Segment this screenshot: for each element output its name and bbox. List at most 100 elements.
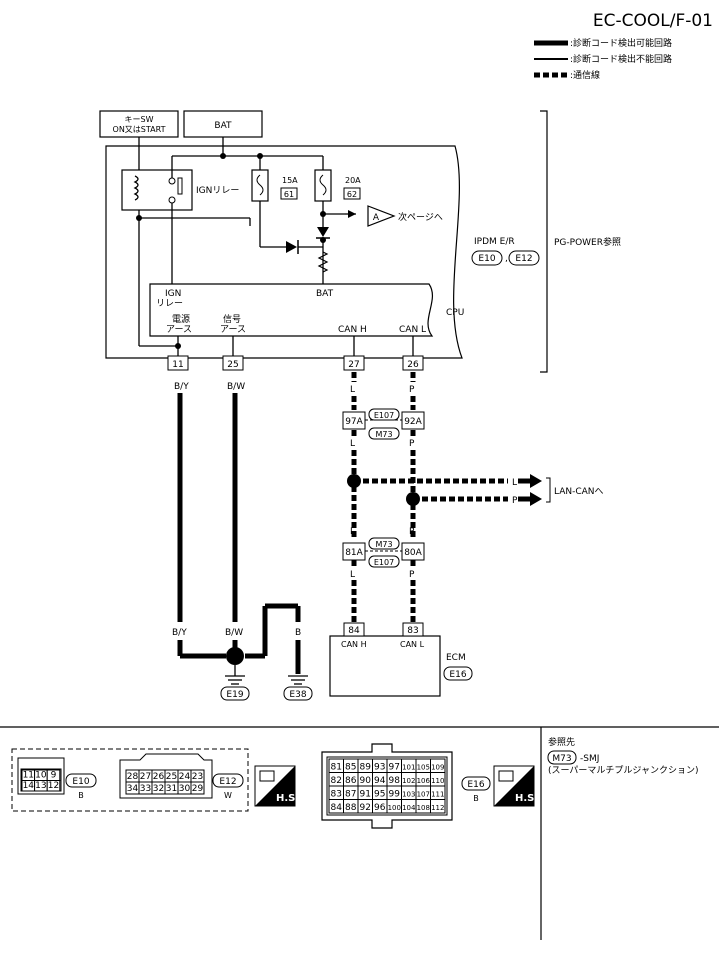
e16-cell [430, 799, 446, 814]
e12-pin-label: 23 [192, 772, 203, 782]
next-page-text: 次ページへ [398, 211, 443, 223]
svg-text:25: 25 [227, 360, 238, 370]
e16-pin-label: 90 [360, 776, 372, 786]
pg-power-ref: PG-POWER参照 [554, 236, 621, 248]
svg-text:11: 11 [172, 360, 183, 370]
e16-pin-label: 92 [360, 803, 371, 813]
relay-contact-icon [177, 177, 183, 195]
ground-e38 [283, 686, 313, 701]
joint-connector-upper: 97A 92A E107 M73 [342, 408, 425, 440]
svg-text:E12: E12 [515, 254, 532, 264]
e12-pin-label: 25 [166, 772, 177, 782]
e16-pin-label: 111 [431, 791, 444, 799]
e12-pin-label: 34 [127, 784, 139, 794]
svg-text:E38: E38 [289, 690, 306, 700]
e16-pin-label: 89 [360, 763, 372, 773]
svg-text:L: L [350, 439, 355, 449]
ground-e19 [220, 686, 250, 701]
svg-text:E107: E107 [374, 411, 394, 420]
e16-pin-label: 109 [431, 764, 444, 772]
joint-connector-lower: 81A 80A M73 E107 [342, 537, 425, 568]
svg-text:A: A [373, 213, 380, 223]
bat-label: BAT [214, 121, 232, 131]
cpu-label: CPU [446, 308, 464, 318]
svg-text:E16: E16 [449, 670, 466, 680]
e12-pin-label: 32 [153, 784, 164, 794]
svg-text:W: W [224, 791, 232, 800]
svg-text:92A: 92A [404, 417, 422, 427]
svg-text:M73: M73 [375, 540, 392, 549]
svg-text:CAN L: CAN L [399, 325, 426, 335]
e12-pin-label: 30 [179, 784, 191, 794]
e16-pin-label: 102 [402, 777, 415, 785]
e16-pin-label: 93 [374, 763, 385, 773]
svg-text:信号: 信号 [223, 313, 241, 325]
fuse2-number: 62 [347, 190, 357, 199]
ground-symbol-icon [225, 675, 245, 685]
fuse1-amp: 15A [282, 176, 298, 185]
svg-text:アース: アース [220, 325, 246, 335]
e16-pin-label: 105 [417, 764, 430, 772]
svg-text:B: B [78, 791, 84, 800]
ipdm-outline [105, 145, 463, 359]
svg-text:P: P [512, 496, 518, 506]
e16-pin-label: 94 [374, 776, 386, 786]
e12-pin-label: 31 [166, 784, 177, 794]
e16-pin-label: 88 [345, 803, 357, 813]
diode-icon [286, 241, 297, 253]
e16-pin-label: 84 [331, 803, 343, 813]
e10-cell [46, 780, 61, 792]
e10-pin-label: 14 [23, 781, 35, 791]
e12-pin-label: 24 [179, 772, 191, 782]
reference-title: 参照先 [548, 736, 575, 748]
svg-text:L: L [350, 385, 355, 395]
e16-pin-label: 98 [389, 776, 401, 786]
e10-label: E10 [72, 777, 89, 787]
e10-pin-label: 12 [48, 781, 59, 791]
svg-text:IGN: IGN [165, 289, 181, 299]
svg-text:26: 26 [407, 360, 419, 370]
ipdm-pins: 11 25 27 26 [167, 355, 424, 371]
diagram-code: EC-COOL/F-01 [593, 11, 713, 31]
wire-by-bottom: B/Y [172, 628, 187, 638]
e16-pin-label: 87 [345, 790, 356, 800]
svg-text:E19: E19 [226, 690, 243, 700]
legend: :診断コード検出可能回路 :診断コード検出不能回路 :通信線 [534, 37, 672, 81]
wire-bw-bottom: B/W [225, 628, 243, 638]
ign-relay-label: IGNリレー [196, 186, 239, 196]
e12-pin-label: 26 [153, 772, 165, 782]
legend-thin-label: :診断コード検出不能回路 [570, 53, 672, 65]
svg-text:M73: M73 [552, 754, 571, 764]
e16-pin-label: 82 [331, 776, 342, 786]
reference-desc: (スーパーマルチプルジャンクション) [548, 765, 698, 776]
svg-text:P: P [409, 439, 415, 449]
svg-text:B: B [473, 794, 479, 803]
svg-text:,: , [505, 254, 508, 264]
ecm-pin-83: 83 [407, 626, 418, 636]
svg-text:P: P [409, 527, 415, 537]
legend-dashed-label: :通信線 [570, 69, 600, 81]
e16-pin-label: 86 [345, 776, 357, 786]
e12-pin-label: 33 [140, 784, 151, 794]
ecm-connector [443, 666, 473, 681]
wire-bw-top: B/W [227, 382, 245, 392]
svg-text:CAN L: CAN L [400, 640, 425, 649]
svg-text:H.S.: H.S. [276, 793, 299, 804]
ign-relay-box [121, 169, 193, 211]
e16-pin-label: 107 [417, 791, 430, 799]
wire-b-2: B [295, 628, 301, 638]
ground-symbol-icon-2 [288, 675, 308, 685]
hs-badge-icon-2: H.S. [493, 765, 538, 807]
ipdm-name: IPDM E/R [474, 237, 515, 247]
fuse-15a-icon [251, 169, 269, 202]
fuse1-number: 61 [284, 190, 294, 199]
e10-pin-label: 11 [23, 771, 34, 781]
e16-pin-label: 108 [417, 804, 430, 812]
e16-pin-label: 83 [331, 790, 342, 800]
svg-text:H.S.: H.S. [515, 793, 538, 804]
e16-pin-label: 104 [402, 804, 416, 812]
svg-text:81A: 81A [345, 548, 363, 558]
